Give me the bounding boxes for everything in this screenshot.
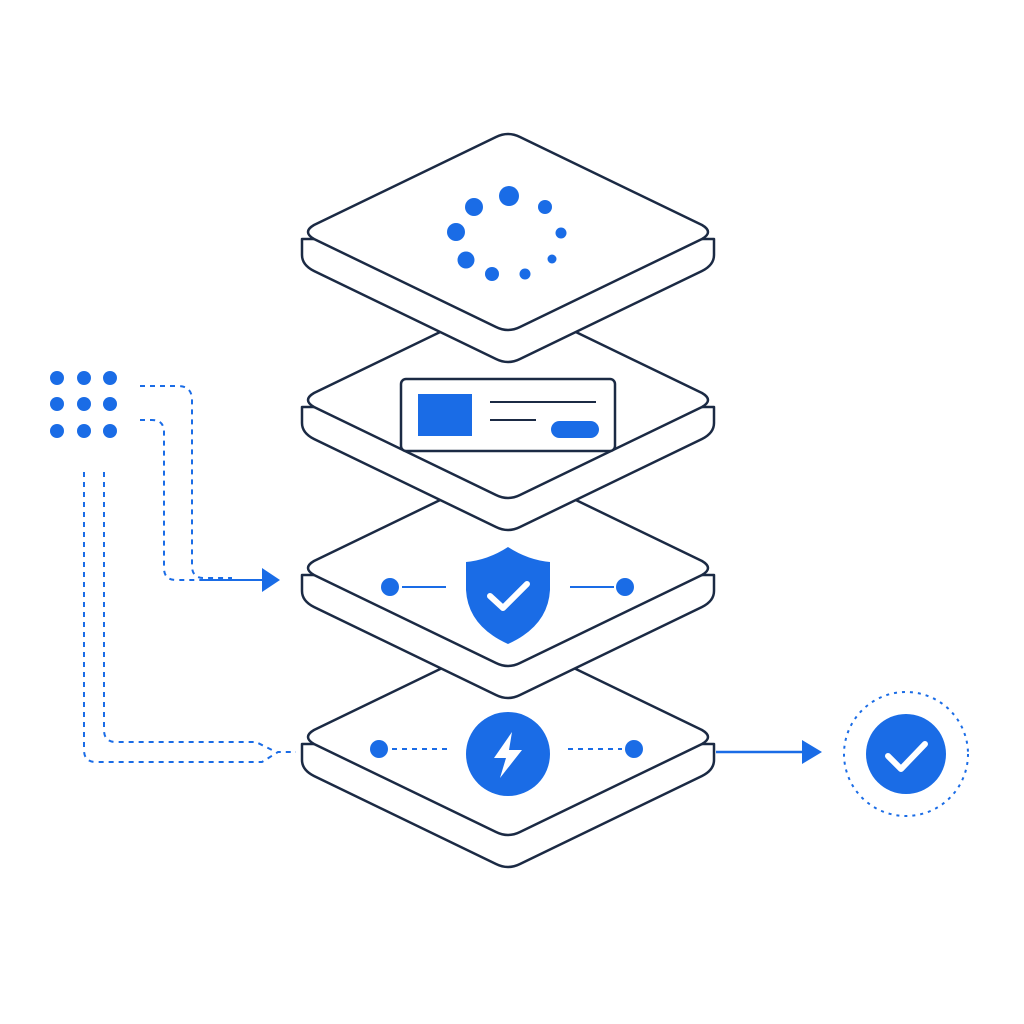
plate-bottom [300,637,716,869]
third-right-node [616,578,634,596]
bottom-left-node [370,740,388,758]
loading-spinner-icon [447,186,567,281]
plate-top [300,132,716,364]
check-circle-icon [843,691,969,817]
upper-dashed-path-inner [140,419,206,581]
card-image-placeholder [418,394,472,436]
third-left-node [381,578,399,596]
lightning-bolt-icon [466,712,550,796]
plate-second [300,300,716,532]
dot-grid-icon [50,371,117,438]
shield-check-icon [466,547,550,644]
upper-arrow-head-icon [262,568,280,592]
card-button-pill [551,421,599,438]
plate-third [300,468,716,700]
connectors [83,362,822,764]
upper-dashed-path-outer [140,385,232,579]
lower-dashed-path-inner [103,472,273,751]
lower-dashed-path-outer [83,472,296,763]
output-arrow-head-icon [802,740,822,764]
ui-card-icon [399,377,617,453]
bottom-right-node [625,740,643,758]
